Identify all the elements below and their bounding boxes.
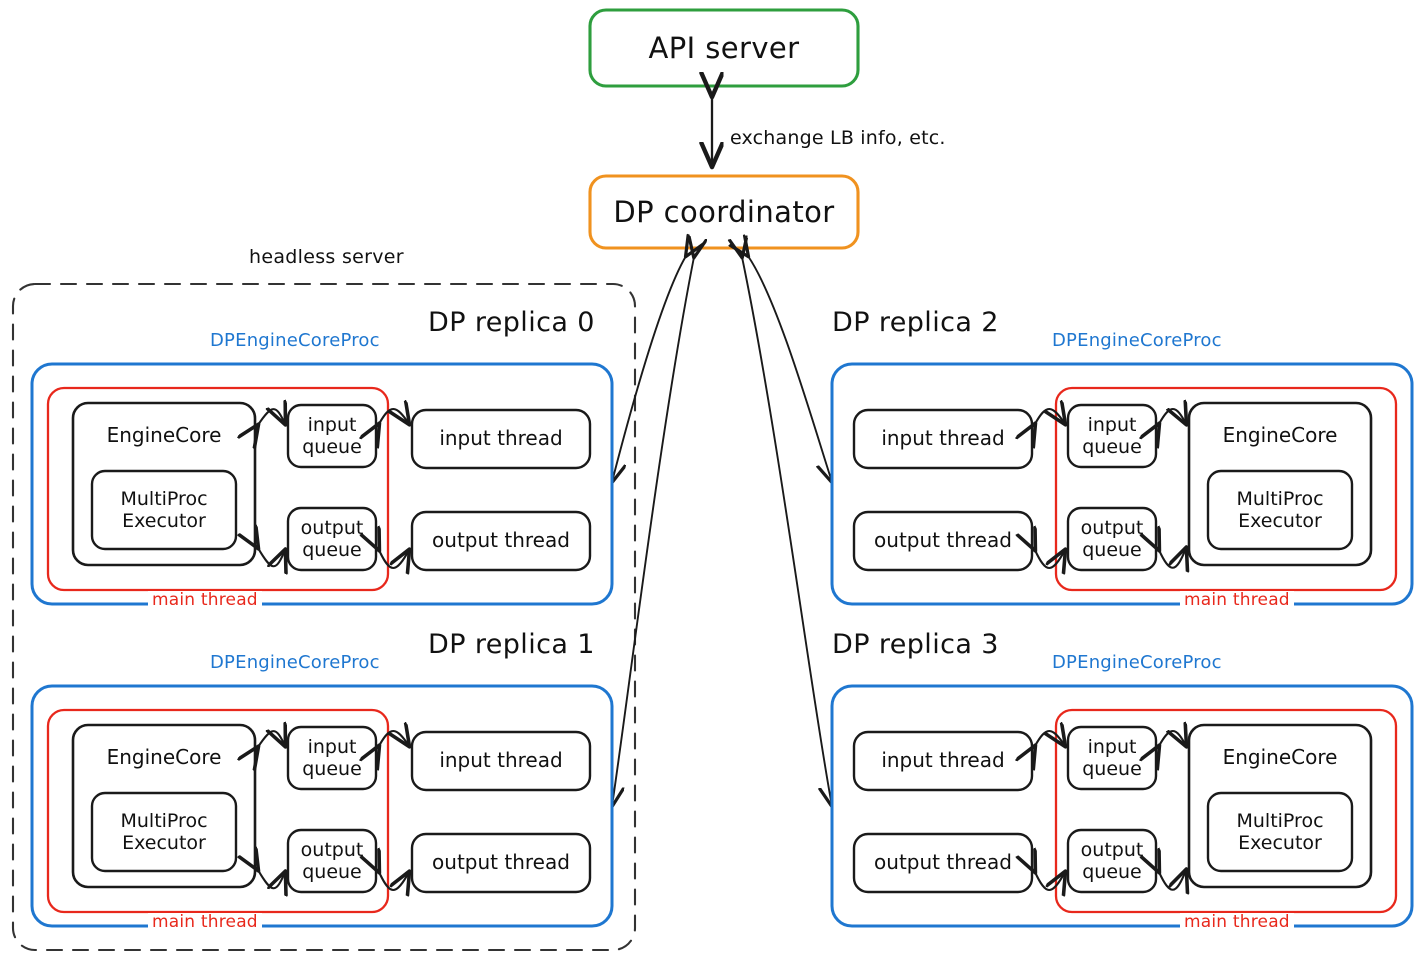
exchange-lb-info-label: exchange LB info, etc.: [730, 127, 946, 149]
replica-3-group: [830, 684, 1414, 928]
replica-3-output-thread-box: [852, 832, 1034, 894]
replica-3-title: DP replica 3: [832, 629, 999, 660]
replica-2-title: DP replica 2: [832, 307, 999, 338]
replica-2-input-queue-box: [1066, 403, 1158, 469]
replica-1-input-thread-box: [410, 730, 592, 792]
replica-0-main-thread-label: main thread: [148, 590, 262, 611]
replica-2-main-thread-label: main thread: [1180, 590, 1294, 611]
replica-1-group: [30, 684, 614, 928]
replica-1-output-thread-box: [410, 832, 592, 894]
replica-0-group: [30, 362, 614, 606]
replica-2-output-queue-box: [1066, 506, 1158, 572]
replica-3-input-thread-box: [852, 730, 1034, 792]
replica-1-proc-label: DPEngineCoreProc: [210, 652, 380, 673]
replica-3-output-queue-box: [1066, 828, 1158, 894]
replica-1-input-queue-box: [286, 725, 378, 791]
replica-1-multiproc-executor-box: [90, 791, 238, 873]
replica-1-main-thread-label: main thread: [148, 912, 262, 933]
api-server-box[interactable]: [588, 8, 860, 88]
replica-0-proc-label: DPEngineCoreProc: [210, 330, 380, 351]
coordinator-replica-connectors: [612, 256, 832, 806]
replica-2-multiproc-executor-box: [1206, 469, 1354, 551]
replica-2-input-thread-box: [852, 408, 1034, 470]
replica-3-main-thread-border: [1054, 708, 1398, 914]
replica-2-group: [830, 362, 1414, 606]
replica-3-main-thread-label: main thread: [1180, 912, 1294, 933]
replica-1-output-queue-box: [286, 828, 378, 894]
replica-3-multiproc-executor-box: [1206, 791, 1354, 873]
replica-2-output-thread-box: [852, 510, 1034, 572]
replica-0-input-thread-box: [410, 408, 592, 470]
replica-3-proc-label: DPEngineCoreProc: [1052, 652, 1222, 673]
replica-0-input-queue-box: [286, 403, 378, 469]
replica-0-main-thread-border: [46, 386, 390, 592]
replica-0-output-thread-box: [410, 510, 592, 572]
replica-1-title: DP replica 1: [428, 629, 595, 660]
replica-3-input-queue-box: [1066, 725, 1158, 791]
replica-1-main-thread-border: [46, 708, 390, 914]
headless-server-label: headless server: [249, 246, 404, 268]
replica-2-proc-label: DPEngineCoreProc: [1052, 330, 1222, 351]
replica-0-title: DP replica 0: [428, 307, 595, 338]
dp-coordinator-box[interactable]: [588, 174, 860, 250]
replica-2-main-thread-border: [1054, 386, 1398, 592]
replica-0-multiproc-executor-box: [90, 469, 238, 551]
replica-0-output-queue-box: [286, 506, 378, 572]
